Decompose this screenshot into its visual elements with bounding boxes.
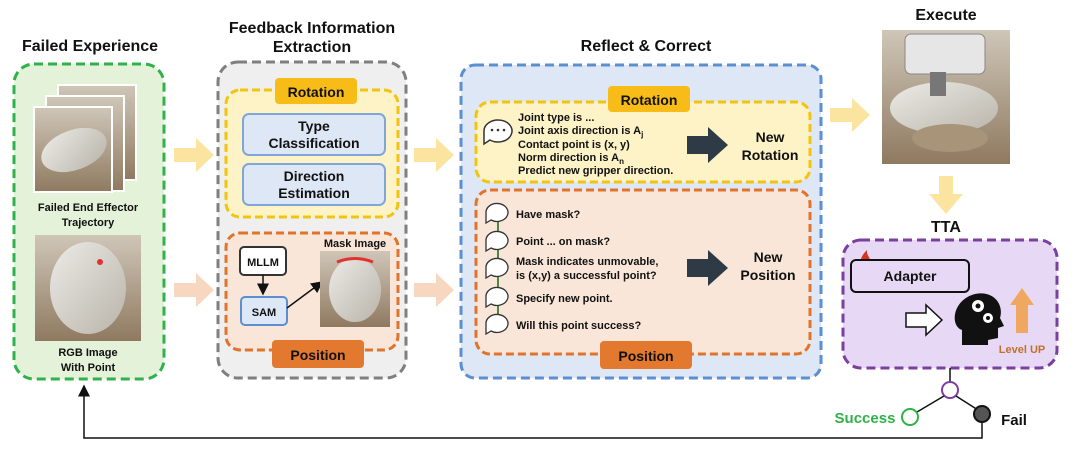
rotation-line-joint-axis: Joint axis direction is Aj — [518, 125, 643, 139]
sam-box — [240, 296, 288, 326]
execute-photo — [882, 30, 1010, 164]
new-rotation-line1: New — [756, 129, 785, 145]
trajectory-caption-line1: Failed End Effector — [38, 202, 139, 214]
question-successful-point: is (x,y) a successful point? — [516, 270, 657, 282]
direction-estimation-box — [242, 163, 386, 206]
decision-to-success-line — [916, 395, 945, 413]
arrow-yellow-1 — [174, 138, 214, 172]
question-will-succeed: Will this point success? — [516, 320, 641, 332]
feedback-rotation-label: Rotation — [288, 84, 345, 100]
feedback-position-tag — [272, 340, 364, 368]
chat-bubble-icon — [483, 119, 513, 146]
rotation-line-norm-direction: Norm direction is An — [518, 152, 624, 166]
rgb-caption-line1: RGB Image — [58, 347, 117, 359]
level-up-label: Level UP — [999, 344, 1045, 356]
trajectory-photo-stack — [33, 84, 137, 193]
feedback-title-line2: Extraction — [273, 39, 351, 56]
direction-estimation-line1: Direction — [284, 168, 345, 184]
execute-title: Execute — [915, 7, 976, 24]
sam-label: SAM — [252, 307, 276, 319]
fail-node — [973, 405, 991, 423]
arrow-peach-2 — [414, 273, 454, 307]
arrow-yellow-down — [929, 176, 963, 214]
feedback-title-line1: Feedback Information — [229, 20, 395, 37]
rotation-line-joint-type: Joint type is ... — [518, 112, 594, 124]
dark-arrow-position — [687, 250, 728, 286]
feedback-rotation-tag — [275, 78, 357, 104]
rotation-line-predict: Predict new gripper direction. — [518, 165, 673, 177]
question-have-mask: Have mask? — [516, 209, 580, 221]
tta-title: TTA — [931, 219, 961, 236]
mask-image-photo — [320, 251, 390, 327]
success-label: Success — [835, 410, 896, 427]
dark-arrow-rotation — [687, 127, 728, 163]
rotation-line-contact-point: Contact point is (x, y) — [518, 139, 630, 151]
sam-to-mask-arrow — [286, 281, 324, 309]
direction-estimation-line2: Estimation — [278, 185, 350, 201]
type-classification-box — [242, 113, 386, 156]
adapter-box — [850, 259, 970, 293]
arrow-peach-1 — [174, 273, 214, 307]
rgb-caption-line2: With Point — [61, 362, 116, 374]
adapter-label: Adapter — [884, 268, 937, 284]
mask-image-label: Mask Image — [324, 238, 386, 250]
failed-experience-title: Failed Experience — [22, 38, 158, 55]
feedback-position-label: Position — [290, 347, 345, 363]
reflect-position-tag — [600, 341, 692, 369]
question-specify-new-point: Specify new point. — [516, 293, 613, 305]
head-gears-icon — [954, 293, 1004, 345]
type-classification-line2: Classification — [268, 135, 359, 151]
arrow-yellow-2 — [414, 138, 454, 172]
type-classification-line1: Type — [298, 118, 330, 134]
arrow-up-icon — [1010, 288, 1034, 333]
reflect-rotation-label: Rotation — [621, 92, 678, 108]
rgb-image-photo — [35, 235, 141, 341]
reflect-title: Reflect & Correct — [581, 38, 712, 55]
fail-label: Fail — [1001, 412, 1027, 429]
question-mask-unmovable: Mask indicates unmovable, — [516, 256, 658, 268]
new-position-line2: Position — [740, 267, 795, 283]
fail-feedback-loop — [78, 384, 983, 439]
decision-node — [941, 381, 959, 399]
new-rotation-line2: Rotation — [742, 147, 799, 163]
success-node — [901, 408, 919, 426]
chat-bubble-icon — [485, 202, 509, 336]
trajectory-caption-line2: Trajectory — [62, 217, 115, 229]
question-point-on-mask: Point ... on mask? — [516, 236, 610, 248]
new-position-line1: New — [754, 249, 783, 265]
reflect-rotation-tag — [608, 86, 690, 112]
hollow-arrow-icon — [905, 303, 944, 337]
reflect-rotation-box — [474, 100, 812, 184]
arrow-yellow-3 — [830, 98, 870, 132]
decision-to-fail-line — [955, 395, 979, 411]
reflect-position-label: Position — [618, 348, 673, 364]
mllm-label: MLLM — [247, 257, 279, 269]
